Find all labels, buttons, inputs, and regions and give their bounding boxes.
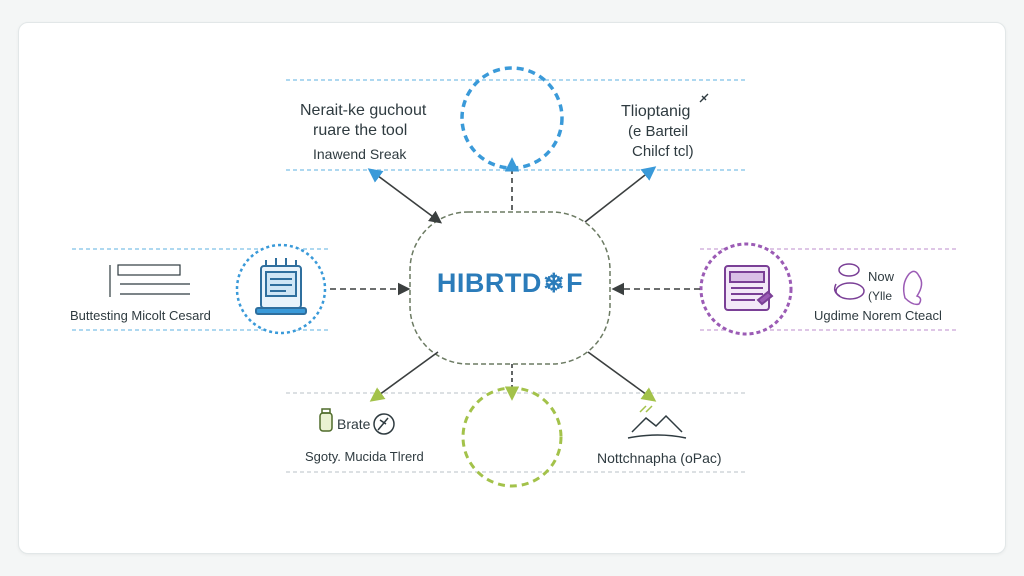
top-left-line-2: ruare the tool [313, 122, 408, 139]
hand-icon [902, 270, 923, 306]
connector-bottom-left [369, 351, 439, 402]
connector-top-right [584, 166, 657, 223]
form-icon [109, 264, 190, 297]
monitor-icon [255, 258, 307, 315]
connector-top-left [367, 168, 443, 224]
bottom-left-title: Brate [337, 416, 371, 432]
left-node-label: Buttesting Micolt Cesard [70, 308, 211, 323]
right-node-label: Ugdime Norem Cteacl [814, 308, 942, 323]
center-title-left: HIBRTD [436, 268, 542, 298]
connectors [330, 157, 700, 402]
chat-icon [833, 263, 865, 300]
landscape-icon [627, 405, 687, 439]
right-side-text-1: Now [868, 269, 895, 284]
snowflake-icon: ❄ [542, 268, 566, 298]
document-icon [724, 265, 774, 311]
leaf-icon [373, 413, 395, 435]
pencil-icon [699, 93, 709, 103]
top-circle [460, 66, 564, 170]
top-left-line-1: Nerait-ke guchout [300, 102, 427, 119]
bottom-left-label: Sgoty. Mucida Tlrerd [305, 449, 424, 464]
left-node [235, 243, 327, 335]
top-right-line-2: (e Barteil [628, 123, 689, 140]
top-right-line-1: Tlioptanig [621, 103, 691, 120]
center-title: HIBRTD❄F [410, 268, 610, 299]
right-node [699, 242, 793, 336]
bottom-circle [461, 386, 563, 488]
bottle-icon [319, 408, 333, 432]
center-title-right: F [566, 268, 584, 298]
top-left-line-3: Inawend Sreak [313, 146, 407, 162]
top-right-line-3: Chilcf tcl) [632, 143, 694, 160]
center-node [409, 211, 611, 365]
bottom-right-label: Nottchnapha (oPac) [597, 450, 722, 466]
connector-bottom-right [587, 351, 657, 402]
right-side-text-2: (Ylle [868, 289, 893, 303]
